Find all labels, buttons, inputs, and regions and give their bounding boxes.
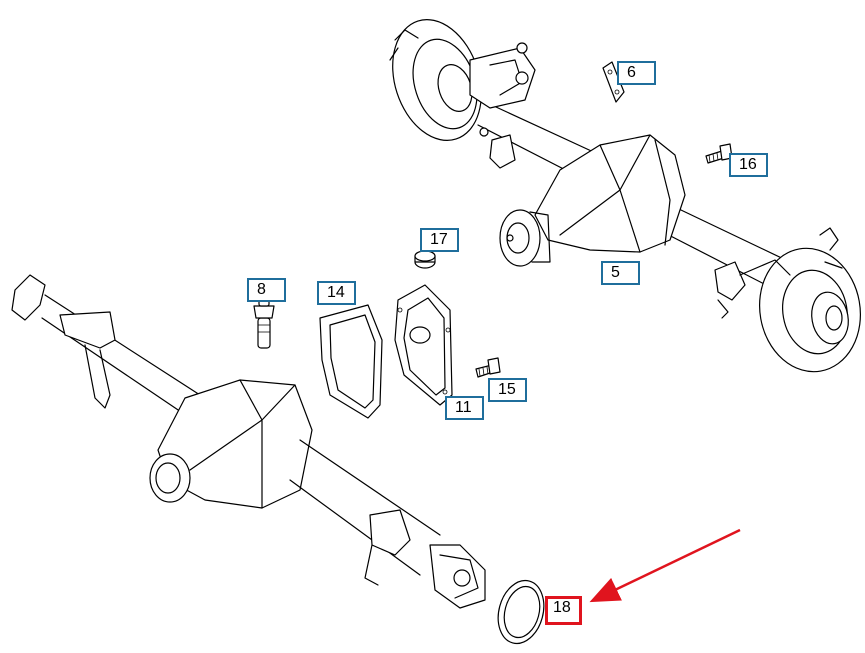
part-15-bolt bbox=[475, 357, 501, 378]
callout-17[interactable]: 17 bbox=[420, 228, 459, 252]
part-8-breather bbox=[253, 295, 275, 349]
pointer-arrow bbox=[589, 528, 741, 603]
part-6-plate bbox=[602, 61, 625, 103]
part-17-plug bbox=[414, 250, 436, 269]
upper-axle-assembly bbox=[389, 19, 862, 373]
callout-16[interactable]: 16 bbox=[729, 153, 768, 177]
part-18-seal-ring bbox=[497, 579, 545, 645]
callout-14[interactable]: 14 bbox=[317, 281, 356, 305]
callout-8[interactable]: 8 bbox=[247, 278, 286, 302]
part-14-gasket bbox=[319, 304, 383, 419]
callout-11[interactable]: 11 bbox=[445, 396, 484, 420]
callout-15[interactable]: 15 bbox=[488, 378, 527, 402]
callout-5[interactable]: 5 bbox=[601, 261, 640, 285]
lower-axle-assembly bbox=[11, 274, 486, 609]
callout-18[interactable]: 18 bbox=[545, 596, 582, 625]
callout-6[interactable]: 6 bbox=[617, 61, 656, 85]
part-11-cover bbox=[394, 284, 453, 406]
